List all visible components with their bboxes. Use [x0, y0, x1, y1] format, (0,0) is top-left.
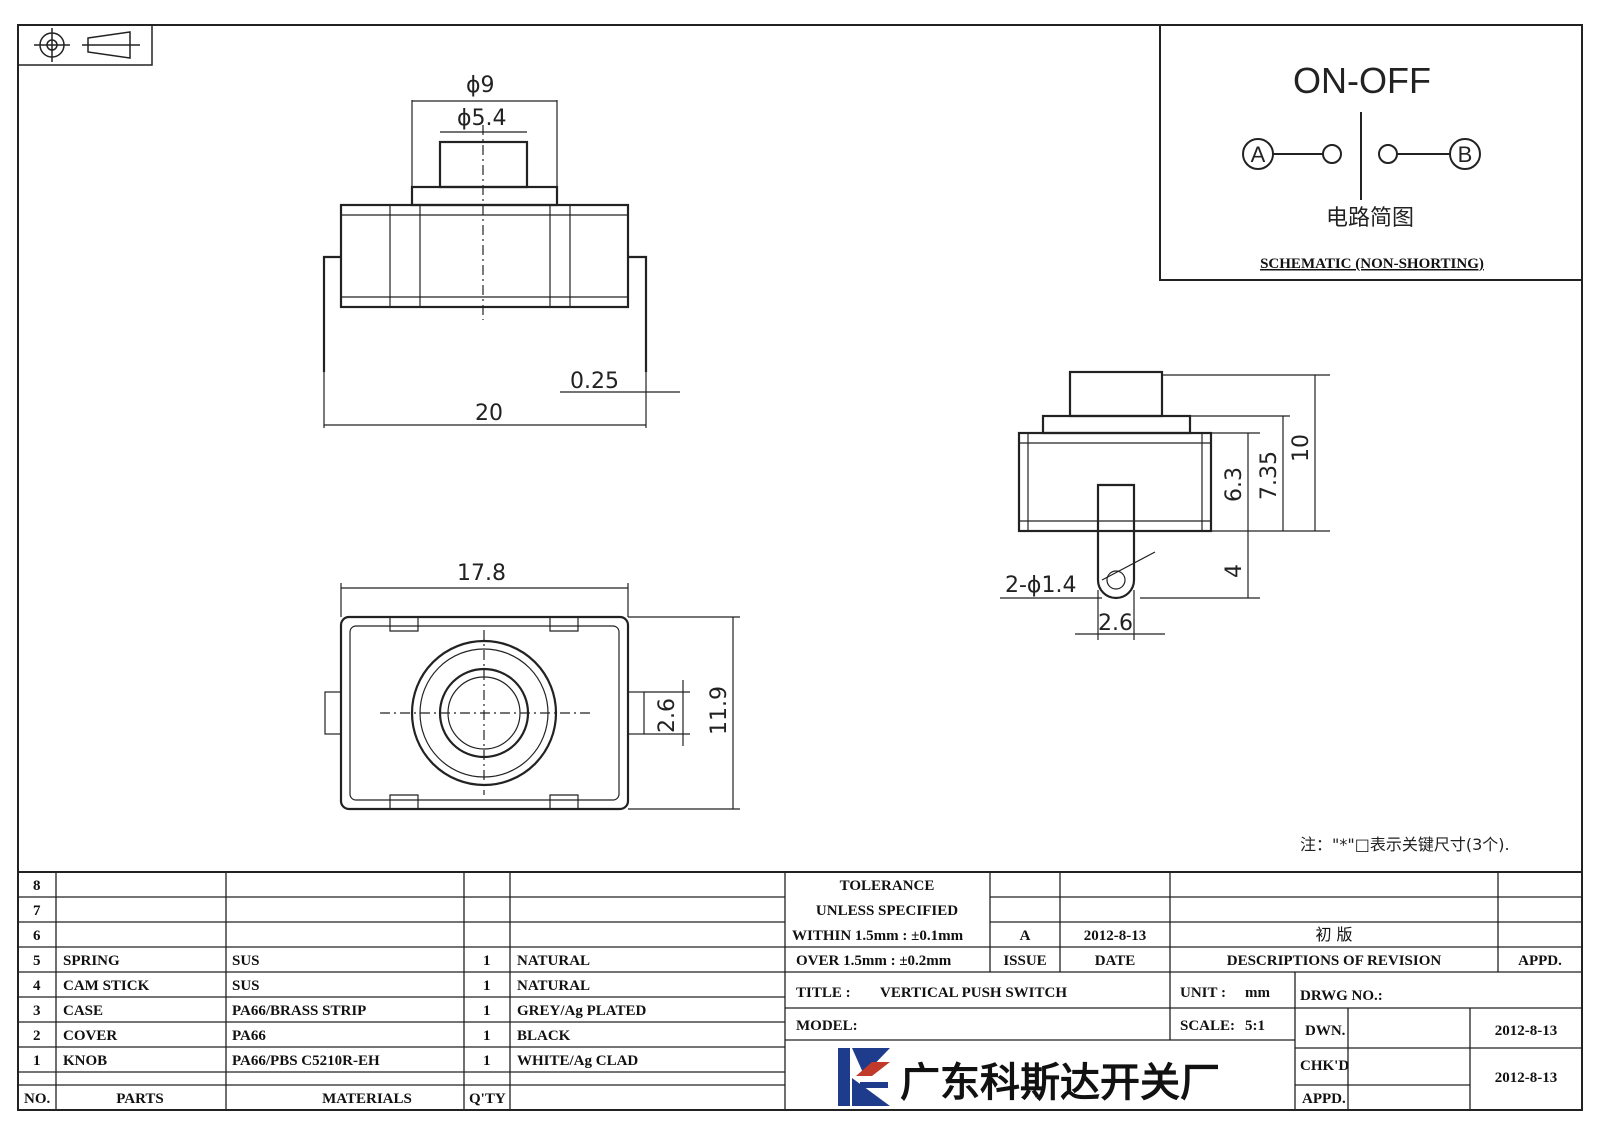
- model-label: MODEL:: [796, 1018, 858, 1034]
- tolerance-line4: OVER 1.5mm : ±0.2mm: [796, 953, 952, 969]
- bom-finish: BLACK: [517, 1028, 571, 1044]
- bom-no: 4: [33, 978, 41, 994]
- dim-6-3: 6.3: [1222, 467, 1247, 502]
- bom-qty: 1: [483, 1003, 491, 1019]
- revision-description: 初 版: [1315, 925, 1352, 944]
- chkd-label: CHK'D: [1300, 1058, 1349, 1074]
- dim-2-6-bottom: 2.6: [655, 698, 680, 733]
- bom-qty: 1: [483, 1028, 491, 1044]
- company-logo-icon: [838, 1048, 890, 1106]
- bom-qty: 1: [483, 978, 491, 994]
- bom-material: SUS: [232, 978, 260, 994]
- dim-4: 4: [1222, 564, 1247, 578]
- schematic-box: [1159, 24, 1583, 281]
- bom-no: 5: [33, 953, 41, 969]
- schematic-caption: SCHEMATIC (NON-SHORTING): [1260, 256, 1484, 272]
- bom-part: KNOB: [63, 1053, 107, 1069]
- dwn-label: DWN.: [1305, 1023, 1346, 1039]
- bom-table: 8 7 6 5 SPRING SUS 1 NATURAL 4 CAM STICK…: [24, 878, 646, 1107]
- title-block-grid: [18, 871, 1582, 1110]
- bom-material: PA66/PBS C5210R-EH: [232, 1053, 380, 1069]
- dim-2-phi1-4: 2-ϕ1.4: [1005, 573, 1076, 598]
- descriptions-label: DESCRIPTIONS OF REVISION: [1227, 953, 1442, 969]
- bom-no: 1: [33, 1053, 41, 1069]
- bom-row-no-8: 8: [33, 878, 41, 894]
- dim-11-9: 11.9: [707, 686, 732, 735]
- top-view: [322, 100, 680, 428]
- revision-issue: A: [1020, 928, 1031, 944]
- appd-label: APPD.: [1518, 953, 1562, 969]
- schematic-title: ON-OFF: [1293, 60, 1431, 101]
- bom-finish: WHITE/Ag CLAD: [517, 1053, 638, 1069]
- terminal-b-label: B: [1458, 142, 1473, 167]
- switch-symbol-icon: [1242, 112, 1481, 200]
- bom-part: COVER: [63, 1028, 117, 1044]
- bom-material: PA66/BRASS STRIP: [232, 1003, 366, 1019]
- tolerance-line1: TOLERANCE: [840, 878, 935, 894]
- bom-header-materials: MATERIALS: [322, 1091, 412, 1107]
- bom-part: CAM STICK: [63, 978, 150, 994]
- drawing-title: VERTICAL PUSH SWITCH: [880, 985, 1067, 1001]
- dim-10: 10: [1289, 434, 1314, 462]
- dim-2-6-side: 2.6: [1098, 611, 1133, 636]
- date-label: DATE: [1095, 953, 1136, 969]
- bom-header-no: NO.: [24, 1091, 51, 1107]
- bom-material: SUS: [232, 953, 260, 969]
- title-label: TITLE :: [796, 985, 851, 1001]
- dim-phi9: ϕ9: [466, 73, 495, 98]
- dim-7-35: 7.35: [1257, 451, 1282, 500]
- chk-date: 2012-8-13: [1495, 1070, 1558, 1086]
- bottom-view: [324, 583, 740, 811]
- bom-finish: NATURAL: [517, 953, 590, 969]
- company-name: 广东科斯达开关厂: [900, 1060, 1220, 1106]
- bom-part: SPRING: [63, 953, 120, 969]
- key-dimension-note: 注："*"□表示关键尺寸(3个).: [1300, 835, 1510, 854]
- unit-value: mm: [1245, 985, 1270, 1001]
- schematic-cn-caption: 电路简图: [1326, 206, 1414, 231]
- dwn-date: 2012-8-13: [1495, 1023, 1558, 1039]
- appd-block-label: APPD.: [1302, 1091, 1346, 1107]
- tolerance-line2: UNLESS SPECIFIED: [816, 903, 958, 919]
- unit-label: UNIT :: [1180, 985, 1226, 1001]
- bom-row-no-7: 7: [33, 903, 41, 919]
- bom-material: PA66: [232, 1028, 266, 1044]
- bom-part: CASE: [63, 1003, 103, 1019]
- dim-20: 20: [475, 401, 503, 426]
- bom-qty: 1: [483, 1053, 491, 1069]
- bom-no: 2: [33, 1028, 41, 1044]
- dim-0-25: 0.25: [570, 369, 619, 394]
- dim-phi5-4: ϕ5.4: [457, 106, 507, 131]
- bom-header-parts: PARTS: [116, 1091, 164, 1107]
- bom-finish: GREY/Ag PLATED: [517, 1003, 646, 1019]
- dim-17-8: 17.8: [457, 561, 506, 586]
- terminal-a-label: A: [1251, 142, 1266, 167]
- bom-header-qty: Q'TY: [469, 1091, 506, 1107]
- revision-date: 2012-8-13: [1084, 928, 1147, 944]
- bom-finish: NATURAL: [517, 978, 590, 994]
- bom-row-no-6: 6: [33, 928, 41, 944]
- tolerance-line3: WITHIN 1.5mm : ±0.1mm: [792, 928, 964, 944]
- drawing-number-label: DRWG NO.:: [1300, 988, 1383, 1004]
- bom-no: 3: [33, 1003, 41, 1019]
- scale-value: 5:1: [1245, 1018, 1265, 1034]
- side-view: [1000, 370, 1330, 640]
- projection-symbol-icon: [17, 24, 153, 66]
- bom-qty: 1: [483, 953, 491, 969]
- sheet-border: [17, 24, 1583, 1111]
- issue-label: ISSUE: [1003, 953, 1046, 969]
- scale-label: SCALE:: [1180, 1018, 1235, 1034]
